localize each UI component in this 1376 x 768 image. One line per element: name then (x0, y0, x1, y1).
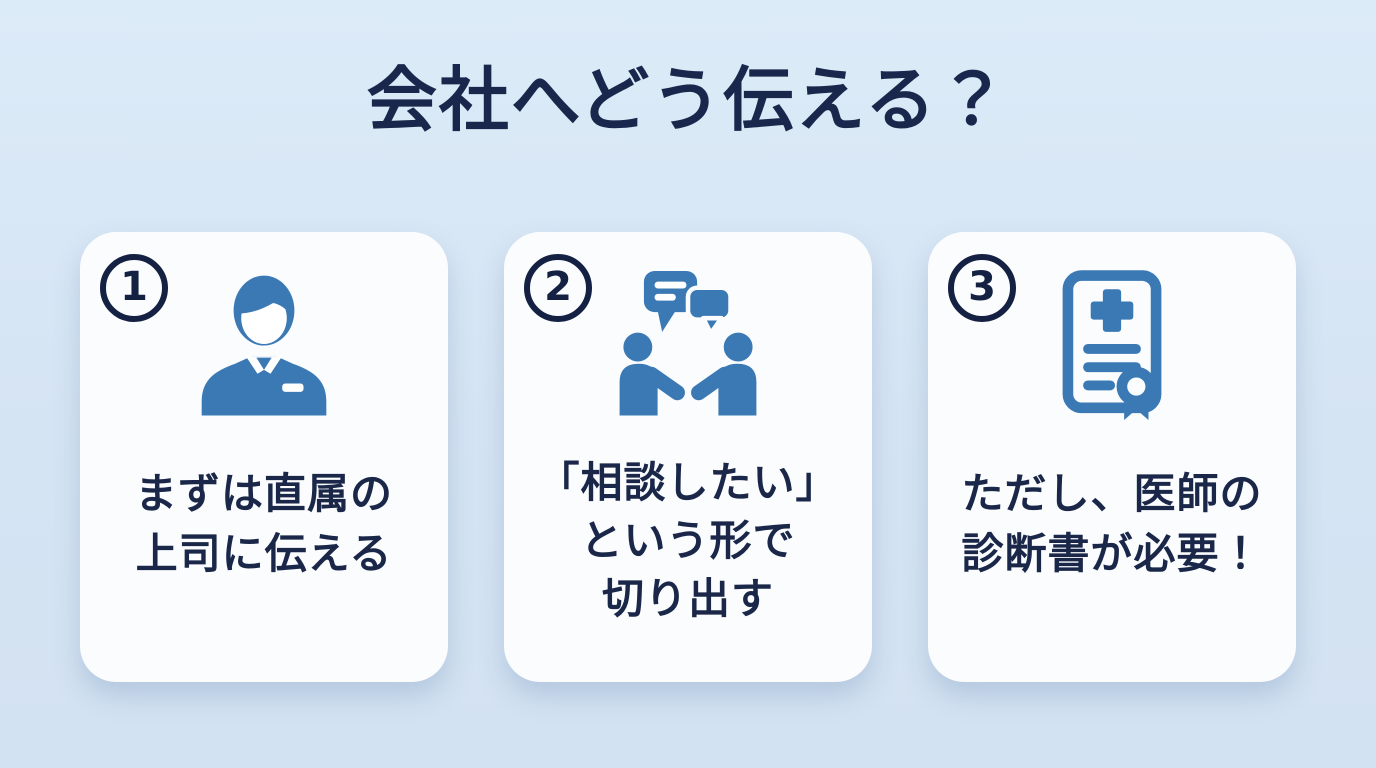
caption-line: まずは直属の (134, 469, 393, 518)
caption-line: 上司に伝える (135, 528, 393, 578)
conversation-icon (608, 268, 768, 420)
medical-certificate-icon (1032, 268, 1192, 420)
step-number: 1 (120, 264, 148, 310)
step-number: 2 (544, 264, 572, 310)
step-number: 3 (968, 264, 996, 310)
card-step-3: 3 た (928, 232, 1296, 682)
businessman-icon (184, 268, 344, 420)
caption-line: ただし、医師の (961, 469, 1263, 518)
step-2-caption: 「相談したい」 という形で 切り出す (537, 454, 838, 628)
circled-number-3-badge: 3 (948, 254, 1016, 322)
step-1-caption: まずは直属の 上司に伝える (135, 464, 393, 583)
caption-line: 「相談したい」 (537, 458, 839, 507)
caption-line: という形で (580, 515, 796, 565)
cards-row: 1 (80, 232, 1296, 682)
caption-line: 診断書が必要！ (961, 528, 1263, 578)
caption-line: 切り出す (601, 573, 774, 623)
page-title: 会社へどう伝える？ (366, 59, 1010, 141)
circled-number-1-badge: 1 (100, 254, 168, 322)
card-step-2: 2 (504, 232, 872, 682)
circled-number-2-badge: 2 (524, 254, 592, 322)
card-step-1: 1 (80, 232, 448, 682)
step-3-caption: ただし、医師の 診断書が必要！ (961, 464, 1262, 583)
